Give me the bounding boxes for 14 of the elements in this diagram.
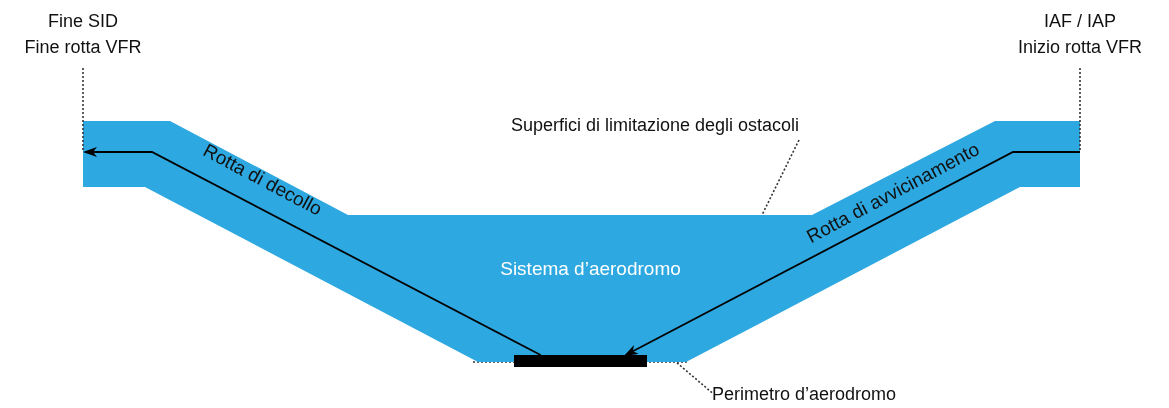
route-arrow (623, 151, 1081, 356)
leader-line (675, 361, 713, 394)
callout-text: Inizio rotta VFR (1016, 36, 1143, 59)
leader-line (82, 67, 84, 151)
callout-text: Superfici di limitazione degli ostacoli (509, 114, 801, 137)
callout-text: Fine rotta VFR (23, 36, 143, 59)
runway-bar (514, 355, 647, 367)
route-arrow (83, 147, 542, 356)
leader-line (1079, 67, 1081, 151)
leader-line (761, 139, 800, 216)
region-label: Sistema d’aerodromo (499, 257, 682, 281)
callout-text: IAF / IAP (1043, 10, 1117, 33)
callout-text: Perimetro d’aerodromo (712, 383, 897, 406)
callout-text: Fine SID (47, 10, 119, 33)
